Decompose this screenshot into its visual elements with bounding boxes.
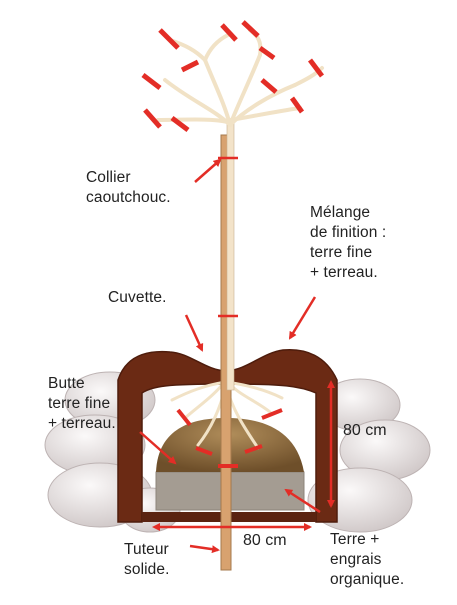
root-pruning-marks [176,408,283,468]
label-melange: Mélange de finition : terre fine + terre… [310,204,387,281]
arrow-melange [288,296,317,340]
arrow-collier [194,158,222,183]
dimension-lines [152,380,335,531]
label-terre: Terre + engrais organique. [330,531,405,588]
tree-crown [156,28,324,127]
width-label: 80 cm [243,532,287,549]
soil-surface [117,348,338,523]
rubber-collar [218,156,238,318]
label-tuteur: Tuteur solide. [124,541,170,578]
arrow-cuvette [184,314,204,352]
label-cuvette: Cuvette. [108,289,167,306]
arrow-butte [139,431,177,465]
label-collier: Collier caoutchouc. [86,169,171,206]
arrow-terre [284,488,321,514]
arrow-tuteur [189,544,220,554]
pruning-marks [141,20,324,132]
trunk [226,119,235,391]
label-butte: Butte terre fine + terreau. [48,375,116,432]
label-arrows [139,158,321,554]
depth-label: 80 cm [343,422,387,439]
